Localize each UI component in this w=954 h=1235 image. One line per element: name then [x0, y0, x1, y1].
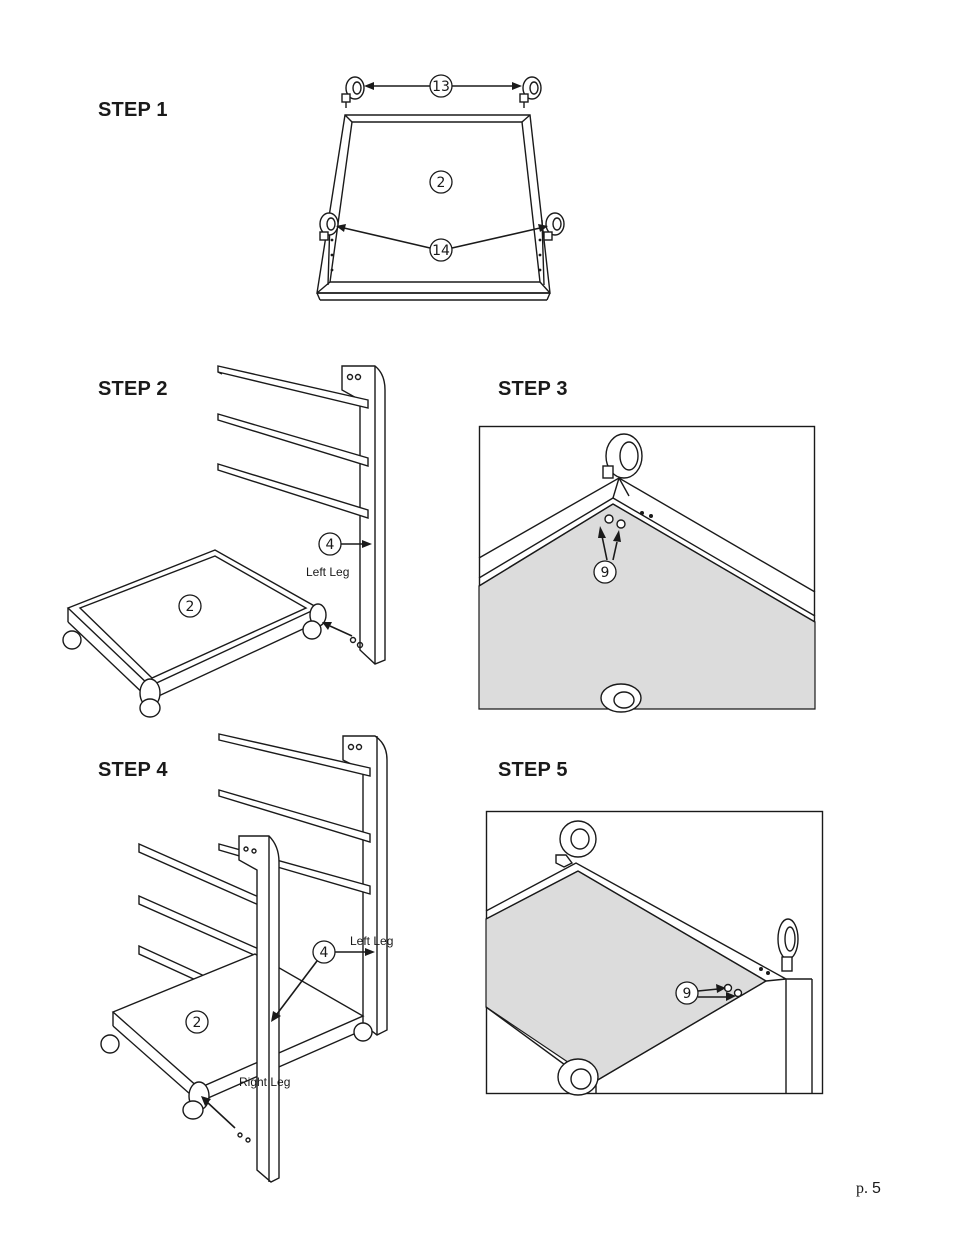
- callout-2-text: 2: [193, 1015, 202, 1031]
- caster-back: [602, 433, 643, 479]
- callout-9-circle: [593, 560, 617, 584]
- callout-9-circle: [675, 981, 699, 1005]
- shelf-bracket-top: [217, 365, 369, 409]
- callout-2-circle: [429, 170, 453, 194]
- step-4-label: STEP 4: [98, 759, 168, 781]
- callout-14-arrows: [336, 224, 548, 249]
- rear-bracket-middle: [218, 789, 371, 843]
- step-3-label: STEP 3: [498, 378, 568, 400]
- left-leg-label: Left Leg: [350, 934, 393, 948]
- caster-front: [600, 683, 642, 713]
- step-4-diagram: 4 Left Leg Right Leg 2: [100, 733, 393, 1183]
- caster-front: [182, 1100, 204, 1120]
- caster-right: [302, 620, 322, 640]
- frame-rails: [485, 862, 813, 1094]
- caster-back-right: [777, 918, 799, 972]
- screw-arrows: [598, 526, 621, 561]
- callout-9-text: 9: [601, 565, 610, 581]
- assembly-arrow: [322, 622, 353, 637]
- front-bracket-middle: [138, 894, 271, 964]
- shelf-bracket-lower: [217, 463, 369, 519]
- caster-front: [557, 1058, 599, 1096]
- callout-14-circle: [429, 238, 453, 262]
- caster-top-left: [341, 76, 365, 108]
- callout-4-text: 4: [320, 945, 329, 961]
- page-number: p. 5: [856, 1180, 881, 1198]
- callout-2-text: 2: [437, 175, 446, 191]
- bottom-shelf: [66, 549, 327, 708]
- rear-bracket-top: [218, 733, 371, 777]
- frame-rails: [478, 477, 816, 623]
- caster-back-left: [555, 820, 597, 868]
- caster-bottom-right: [543, 212, 565, 241]
- bottom-shelf: [111, 953, 365, 1111]
- right-leg-label: Right Leg: [239, 1075, 290, 1089]
- page-prefix: p.: [856, 1180, 868, 1197]
- caster-top-right: [519, 76, 542, 108]
- right-leg: [237, 835, 280, 1183]
- caster-right: [353, 1022, 373, 1042]
- step-5-label: STEP 5: [498, 759, 568, 781]
- callout-2-text: 2: [186, 599, 195, 615]
- step-3-diagram: 9: [478, 425, 816, 713]
- callout-14-text: 14: [432, 243, 450, 259]
- callout-4-arrow-right: [276, 960, 318, 1015]
- screw-1: [604, 514, 614, 524]
- step-5-diagram: 9: [485, 810, 824, 1096]
- page-number-value: 5: [872, 1180, 881, 1197]
- step-1-label: STEP 1: [98, 99, 168, 121]
- shelf-frame: [316, 114, 551, 301]
- callout-2-circle: [185, 1010, 209, 1034]
- caster-bottom-left: [319, 212, 339, 241]
- shelf-bracket-middle: [217, 413, 369, 467]
- callout-13-text: 13: [432, 79, 450, 95]
- screw-arrows: [697, 984, 736, 1001]
- screw-2: [616, 519, 626, 529]
- step-1-diagram: 13 2 14: [316, 74, 565, 301]
- step-2-diagram: 4 Left Leg 2: [62, 365, 386, 718]
- screw-2: [733, 988, 743, 998]
- callout-9-text: 9: [683, 986, 692, 1002]
- callout-2-circle: [178, 594, 202, 618]
- caster-front: [139, 698, 161, 718]
- assembly-arrow: [201, 1096, 236, 1129]
- left-leg-label: Left Leg: [306, 565, 349, 579]
- caster-left: [62, 630, 82, 650]
- callout-4-text: 4: [326, 537, 335, 553]
- step-2-label: STEP 2: [98, 378, 168, 400]
- callout-13-circle: [429, 74, 453, 98]
- callout-13-arrows: [364, 82, 522, 90]
- caster-left: [100, 1034, 120, 1054]
